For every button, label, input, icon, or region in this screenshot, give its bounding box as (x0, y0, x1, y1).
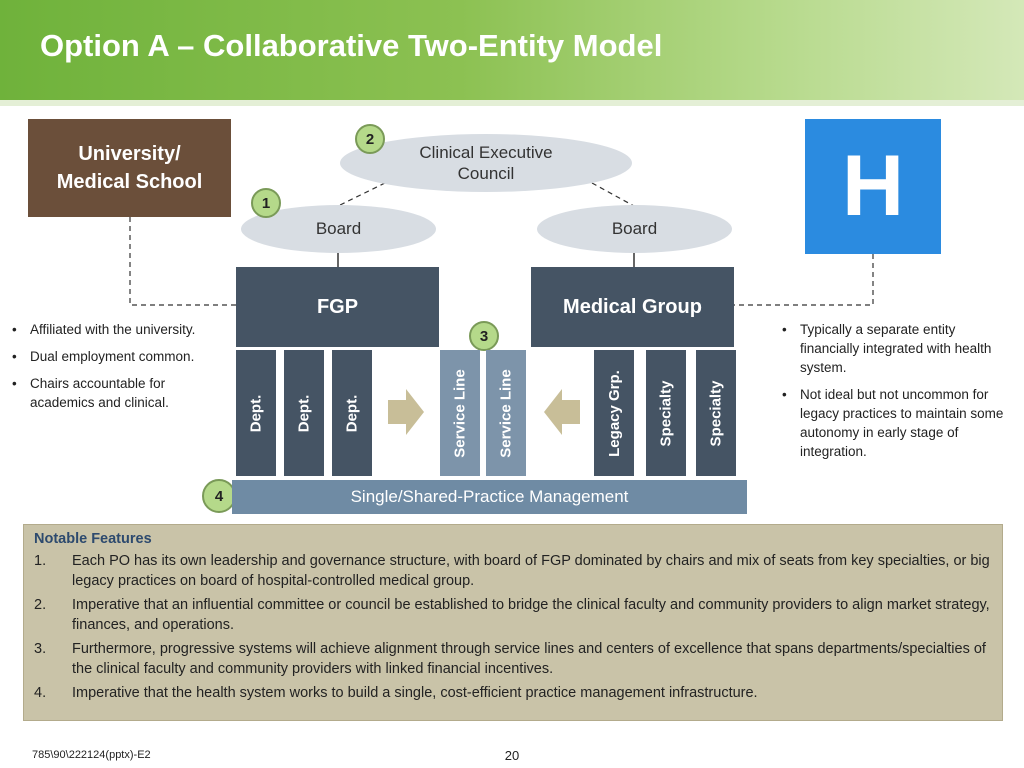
item-number: 2. (34, 597, 47, 613)
left-arrow (544, 389, 580, 435)
item-text: Each PO has its own leadership and gover… (72, 553, 990, 589)
item-text: Imperative that the health system works … (72, 685, 758, 701)
shared-practice-management: Single/Shared-Practice Management (232, 480, 747, 514)
council-left-connector (337, 182, 386, 207)
hospital-connector (734, 254, 874, 306)
dept-column: Dept. (284, 350, 324, 476)
badge-1: 1 (251, 188, 281, 218)
specialty-column: Specialty (646, 350, 686, 476)
dept-column: Dept. (332, 350, 372, 476)
slide-title: Option A – Collaborative Two-Entity Mode… (40, 28, 663, 63)
service-line-label: Service Line (497, 368, 515, 458)
specialty-label: Specialty (707, 380, 725, 446)
legacy-group-label: Legacy Grp. (605, 369, 623, 457)
left-note: Dual employment common. (10, 347, 230, 366)
specialty-label: Specialty (657, 380, 675, 446)
notable-features-title: Notable Features (34, 531, 152, 547)
right-notes: Typically a separate entity financially … (780, 320, 1005, 469)
footer-code: 785\90\222124(pptx)-E2 (32, 749, 151, 761)
item-number: 3. (34, 641, 47, 657)
badge-2: 2 (355, 124, 385, 154)
header-strip (0, 100, 1024, 106)
item-number: 4. (34, 685, 47, 701)
univ-connector (129, 217, 236, 306)
notable-feature-item: 2. Imperative that an influential committ… (34, 595, 992, 635)
notable-feature-item: 3. Furthermore, progressive systems will … (34, 639, 992, 679)
left-note: Affiliated with the university. (10, 320, 230, 339)
service-line-column: Service Line (440, 350, 480, 476)
legacy-group-column: Legacy Grp. (594, 350, 634, 476)
left-notes: Affiliated with the university. Dual emp… (10, 320, 230, 420)
right-note: Typically a separate entity financially … (780, 320, 1005, 377)
specialty-column: Specialty (696, 350, 736, 476)
dept-label: Dept. (343, 394, 361, 432)
item-number: 1. (34, 553, 47, 569)
service-line-column: Service Line (486, 350, 526, 476)
notable-feature-item: 4. Imperative that the health system work… (34, 683, 992, 703)
notable-features-list: 1. Each PO has its own leadership and gov… (34, 551, 992, 703)
right-arrow (388, 389, 424, 435)
dept-column: Dept. (236, 350, 276, 476)
badge-3: 3 (469, 321, 499, 351)
dept-label: Dept. (295, 394, 313, 432)
council-right-connector (591, 182, 635, 207)
notable-feature-item: 1. Each PO has its own leadership and gov… (34, 551, 992, 591)
left-note: Chairs accountable for academics and cli… (10, 374, 230, 412)
medical-group-box: Medical Group (531, 267, 734, 347)
service-line-label: Service Line (451, 368, 469, 458)
clinical-executive-council: Clinical Executive Council (340, 134, 632, 192)
hospital-icon: H (805, 119, 941, 254)
item-text: Imperative that an influential committee… (72, 597, 990, 633)
university-box: University/ Medical School (28, 119, 231, 217)
board-right: Board (537, 205, 732, 253)
badge-4: 4 (202, 479, 236, 513)
notable-features-panel: Notable Features 1. Each PO has its own l… (23, 524, 1003, 721)
page-number: 20 (504, 748, 520, 763)
dept-label: Dept. (247, 394, 265, 432)
item-text: Furthermore, progressive systems will ac… (72, 641, 986, 677)
header-band (0, 0, 1024, 100)
right-note: Not ideal but not uncommon for legacy pr… (780, 385, 1005, 461)
fgp-box: FGP (236, 267, 439, 347)
